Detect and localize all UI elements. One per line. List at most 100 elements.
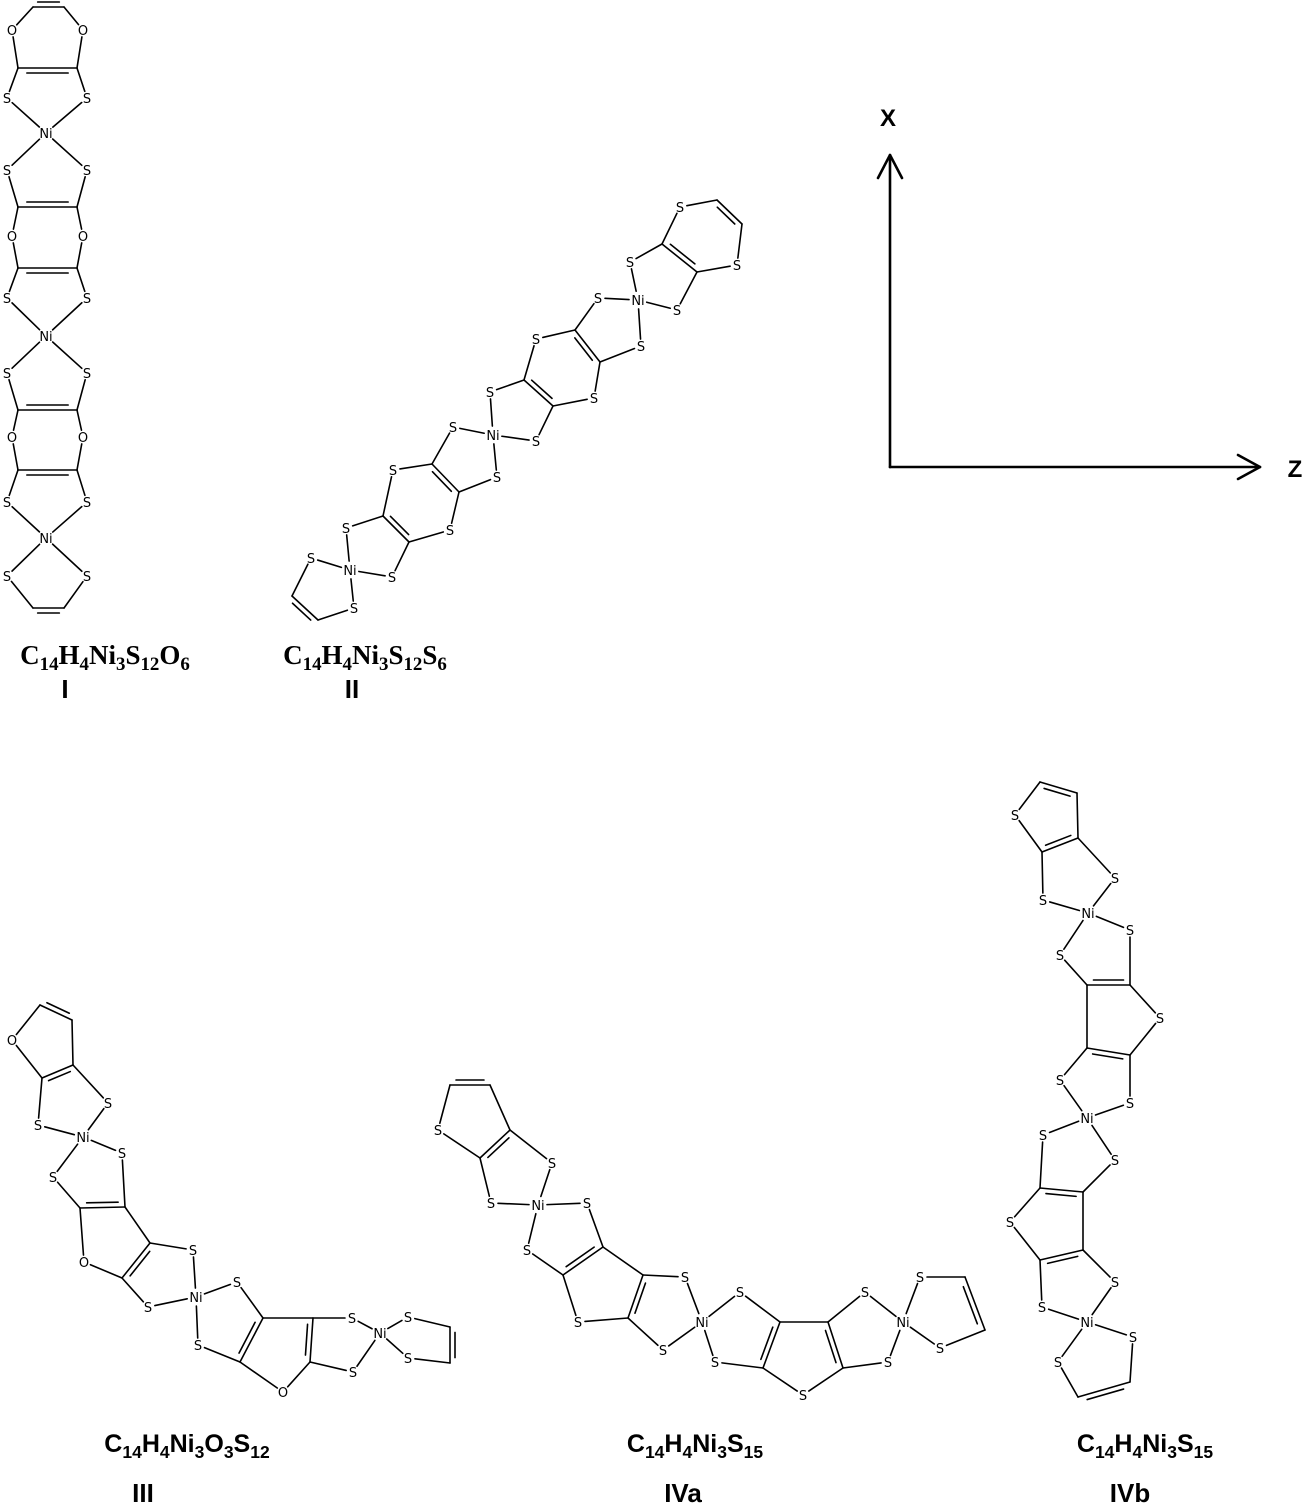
nickel-atom-label: Ni [631, 294, 644, 309]
sulfur-atom-label: S [349, 1366, 357, 1381]
bond-line [1129, 1343, 1134, 1383]
formula-subscript: 4 [343, 654, 353, 675]
double-bond-line [46, 1001, 71, 1015]
sulfur-atom-label: S [83, 367, 91, 382]
sulfur-atom-label: S [233, 1276, 241, 1291]
sulfur-atom-label: S [144, 1301, 152, 1316]
nickel-atom-label: Ni [76, 1131, 89, 1146]
double-bond-line [1091, 1053, 1124, 1060]
double-bond-line [530, 379, 553, 400]
bond-line [1092, 882, 1112, 907]
bond-line [8, 378, 19, 411]
sulfur-atom-label: S [493, 471, 501, 486]
formula-subscript: 6 [180, 654, 189, 675]
sulfur-atom-label: S [548, 1157, 556, 1172]
bond-line [239, 1317, 264, 1363]
double-bond-line [1086, 1388, 1125, 1401]
bond-line [71, 1019, 74, 1066]
bond-line [842, 1362, 882, 1369]
sulfur-atom-label: S [3, 292, 11, 307]
bond-line [431, 432, 451, 465]
bond-line [1039, 781, 1078, 794]
bond-line [56, 1143, 79, 1173]
bond-line [195, 1305, 199, 1339]
sulfur-atom-label: S [1111, 1154, 1119, 1169]
sulfur-atom-label: S [449, 421, 457, 436]
bond-line [8, 267, 19, 293]
formula-element: Ni [352, 640, 379, 670]
sulfur-atom-label: S [1038, 1301, 1046, 1316]
bond-line [1076, 792, 1079, 839]
sulfur-atom-label: S [83, 570, 91, 585]
bond-line [1018, 819, 1043, 853]
double-bond-line [962, 1285, 979, 1325]
formula-subscript: 14 [645, 1442, 665, 1462]
sulfur-atom-label: S [1039, 1129, 1047, 1144]
oxygen-atom-label: O [7, 431, 17, 446]
bond-line [56, 1181, 81, 1209]
bond-line [642, 1274, 679, 1278]
bond-line [495, 379, 525, 391]
bond-line [1013, 1226, 1041, 1261]
formula-subscript: 3 [224, 1442, 234, 1462]
bond-line [90, 1139, 117, 1152]
oxygen-atom-label: O [7, 24, 17, 39]
bond-line [737, 223, 743, 259]
sulfur-atom-label: S [1111, 1276, 1119, 1291]
formula-element: Ni [89, 640, 116, 670]
sulfur-atom-label: S [446, 524, 454, 539]
bond-line [37, 1077, 43, 1119]
bond-line [350, 578, 355, 602]
sulfur-atom-label: S [711, 1356, 719, 1371]
bond-line [1063, 1047, 1088, 1076]
double-bond-line [1043, 787, 1071, 797]
formula-subscript: 14 [1095, 1442, 1115, 1462]
formula-subscript: 12 [140, 654, 159, 675]
compound-label-II: II [345, 674, 359, 704]
formula-element: S [388, 640, 403, 670]
bond-line [479, 1129, 511, 1159]
bond-line [542, 329, 576, 339]
bond-line [89, 1263, 123, 1279]
sulfur-atom-label: S [486, 386, 494, 401]
bond-line [489, 398, 494, 427]
bond-line [574, 302, 595, 331]
bond-line [1039, 1187, 1084, 1193]
bond-line [1048, 901, 1081, 912]
bond-line [1129, 984, 1157, 1014]
sulfur-atom-label: S [83, 292, 91, 307]
bond-line [679, 271, 698, 305]
bond-line [1082, 1249, 1111, 1278]
bond-line [1061, 1328, 1083, 1358]
formula-element: Ni [1142, 1430, 1167, 1458]
bond-line [51, 301, 83, 331]
formula-subscript: 4 [80, 654, 90, 675]
bond-line [121, 1159, 126, 1208]
double-bond-line [129, 1250, 151, 1277]
formula-element: C [627, 1430, 645, 1458]
sulfur-atom-label: S [434, 1124, 442, 1139]
bond-line [1048, 1120, 1080, 1134]
double-bond-line [304, 1323, 309, 1356]
sulfur-atom-label: S [676, 201, 684, 216]
bond-line [121, 1242, 151, 1279]
bond-line [889, 1329, 901, 1357]
oxygen-atom-label: O [278, 1386, 288, 1401]
bond-line [11, 302, 41, 331]
z-axis-arrowhead [1236, 453, 1262, 481]
bond-line [604, 297, 630, 301]
bond-line [76, 36, 83, 69]
bond-line [584, 1317, 629, 1323]
bond-line [661, 212, 678, 245]
bond-line [382, 515, 410, 543]
sulfur-atom-label: S [3, 570, 11, 585]
bond-line [309, 1361, 347, 1372]
sulfur-atom-label: S [3, 367, 11, 382]
bond-line [317, 609, 349, 621]
formula-subscript: 12 [403, 654, 422, 675]
bond-line [523, 379, 554, 407]
sulfur-atom-label: S [1126, 924, 1134, 939]
